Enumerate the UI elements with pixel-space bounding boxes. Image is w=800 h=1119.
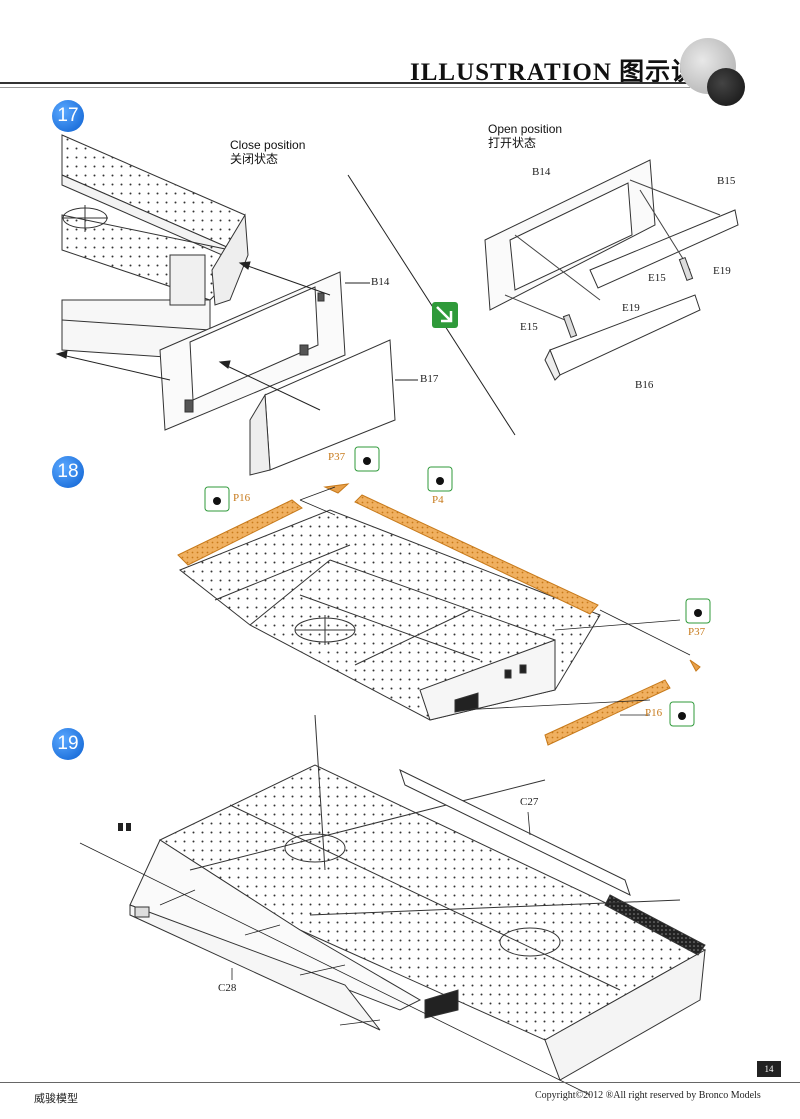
step-18-badge: 18 (52, 456, 84, 488)
part-label: E19 (622, 302, 640, 314)
step17-closed-hull (61, 134, 249, 361)
header-divider-thin (0, 87, 690, 88)
part-label: E19 (713, 265, 731, 277)
part-label: P16 (233, 492, 251, 504)
step-17-badge: 17 (52, 100, 84, 132)
step17-arrows (55, 261, 418, 411)
divider-line (347, 174, 516, 436)
decorative-circle-dark (707, 68, 745, 106)
step19-small-parts (118, 823, 131, 831)
step17-b14-panel (159, 271, 346, 431)
step19-c28-rail (129, 904, 381, 1031)
page-number: 14 (757, 1061, 781, 1077)
step19-leader-lines (79, 811, 591, 1096)
part-label: P37 (688, 626, 706, 638)
part-label: E15 (648, 272, 666, 284)
copyright-text: Copyright©2012 ®All right reserved by Br… (535, 1090, 761, 1101)
step-19-badge: 19 (52, 728, 84, 760)
page-title: ILLUSTRATION 图示说明: (410, 59, 733, 86)
part-label: B17 (420, 373, 439, 385)
header-divider (0, 82, 690, 84)
part-label: P4 (432, 494, 444, 506)
part-label: B16 (635, 379, 654, 391)
open-position-label: Open position 打开状态 (488, 122, 563, 150)
part-label: E15 (520, 321, 538, 333)
step17-b17-panel (249, 339, 396, 476)
part-label: B14 (532, 166, 551, 178)
brand-name: 威骏模型 (34, 1093, 78, 1105)
part-label: P37 (328, 451, 346, 463)
part-label: B14 (371, 276, 390, 288)
step18-paint-icons (204, 446, 711, 727)
step18-deck (179, 509, 601, 721)
step18-leader-lines (299, 486, 691, 716)
step17-open-assembly (484, 159, 739, 381)
part-label: P16 (645, 707, 663, 719)
part-label: C27 (520, 796, 539, 808)
close-open-toggle-icon (432, 302, 458, 328)
part-label: B15 (717, 175, 736, 187)
part-label: C28 (218, 982, 237, 994)
step19-hull (129, 714, 707, 1081)
footer-divider (0, 1082, 800, 1083)
close-position-label: Close position 关闭状态 (230, 138, 306, 166)
step18-etch-parts (177, 483, 701, 746)
